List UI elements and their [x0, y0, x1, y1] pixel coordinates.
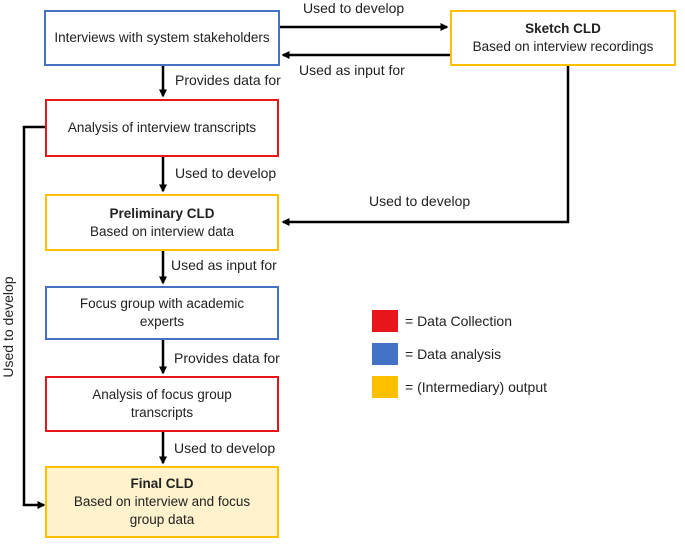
box-preliminary-subtitle: Based on interview data: [89, 223, 235, 239]
edge-label-analysis-to-preliminary: Used to develop: [175, 165, 277, 181]
box-interviews-label: Interviews with system stakeholders: [54, 30, 270, 45]
edge-label-interviews-to-sketch: Used to develop: [303, 0, 405, 16]
edge-label-analysis-focus-to-final: Used to develop: [174, 440, 276, 456]
edge-label-analysis-to-final-loop: Used to develop: [0, 276, 16, 378]
box-final-subtitle: Based on interview and focus group data: [73, 494, 251, 527]
legend-swatch-blue: [372, 343, 398, 365]
edge-label-interviews-to-analysis: Provides data for: [175, 72, 281, 88]
legend-label-data-collection: = Data Collection: [405, 313, 513, 329]
edge-label-focus-to-analysis: Provides data for: [174, 350, 280, 366]
box-sketch-subtitle: Based on interview recordings: [472, 39, 654, 54]
box-sketch-cld: Sketch CLD Based on interview recordings: [450, 10, 676, 66]
box-analysis-focus: Analysis of focus group transcripts: [45, 376, 279, 432]
legend-swatch-red: [372, 310, 398, 332]
box-interviews: Interviews with system stakeholders: [44, 10, 280, 66]
box-preliminary-title: Preliminary CLD: [109, 205, 215, 221]
legend-label-output: = (Intermediary) output: [405, 379, 548, 395]
edge-label-sketch-to-interviews: Used as input for: [299, 62, 405, 78]
box-preliminary-cld: Preliminary CLD Based on interview data: [45, 194, 279, 251]
box-focus-group-label: Focus group with academic experts: [79, 296, 245, 329]
legend-swatch-yellow: [372, 376, 398, 398]
edge-label-sketch-to-preliminary: Used to develop: [369, 193, 471, 209]
box-focus-group: Focus group with academic experts: [45, 286, 279, 340]
box-analysis-interviews-label: Analysis of interview transcripts: [67, 120, 257, 135]
box-final-cld: Final CLD Based on interview and focus g…: [45, 466, 279, 538]
legend-label-data-analysis: = Data analysis: [405, 346, 502, 362]
arrow-sketch-to-preliminary: [281, 66, 570, 226]
box-sketch-title: Sketch CLD: [525, 21, 601, 36]
box-final-title: Final CLD: [130, 476, 194, 491]
arrow-analysis-to-final-loop: [22, 125, 46, 509]
edge-label-preliminary-to-focus: Used as input for: [171, 257, 277, 273]
box-analysis-focus-label: Analysis of focus group transcripts: [92, 387, 232, 420]
box-analysis-interviews: Analysis of interview transcripts: [45, 99, 279, 157]
